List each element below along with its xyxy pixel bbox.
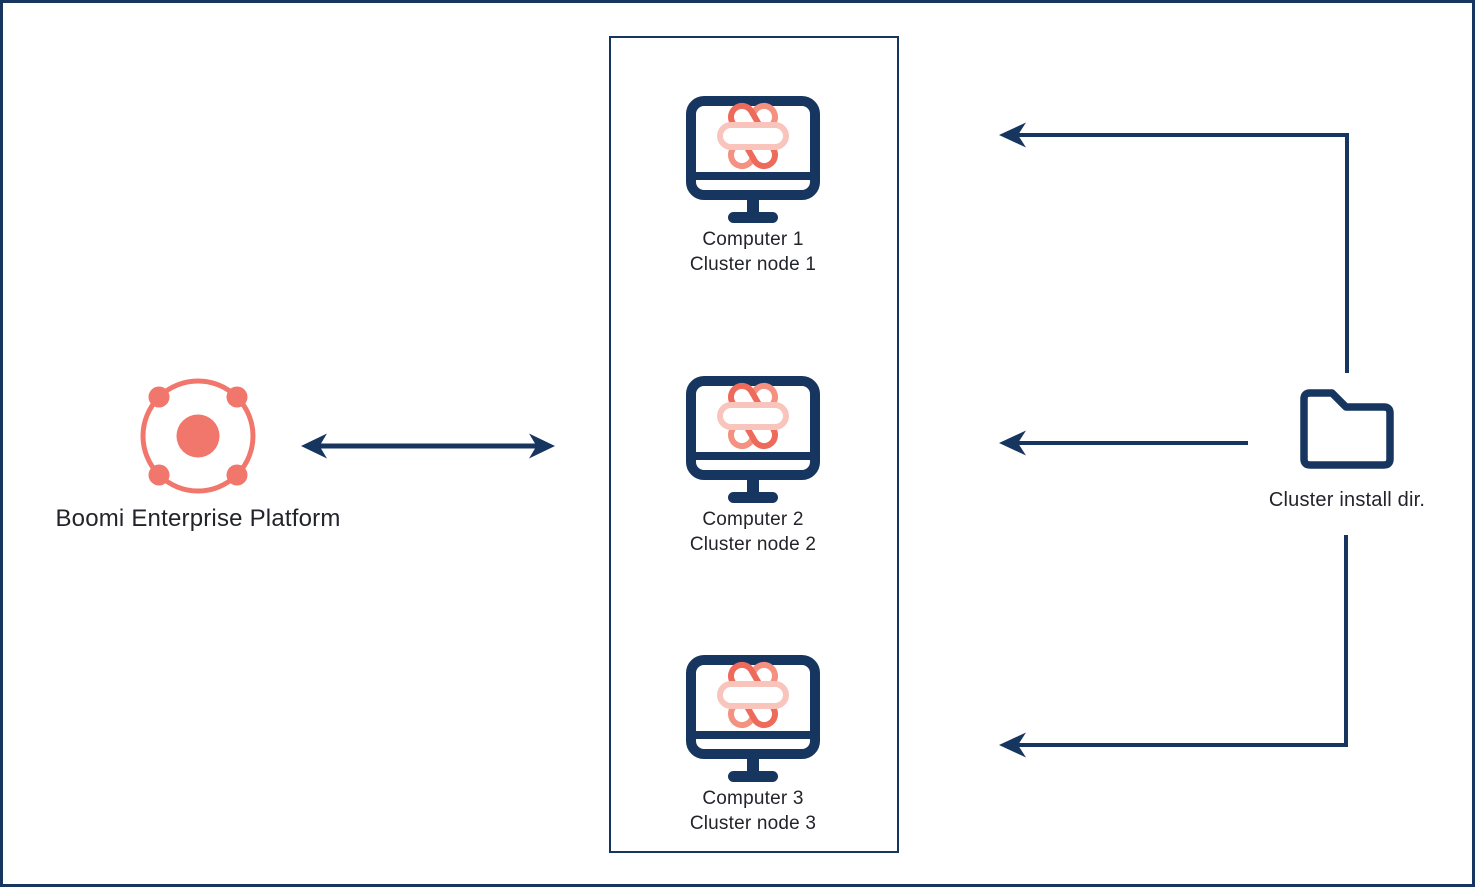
install-dir-group: Cluster install dir.: [1247, 386, 1447, 512]
double-arrow-platform-cluster: [301, 433, 555, 459]
cluster-node-1: Computer 1 Cluster node 1: [603, 96, 903, 277]
folder-icon: [1300, 389, 1394, 469]
straight-arrow-middle: [999, 430, 1248, 456]
boomi-asterisk-icon: [717, 661, 789, 729]
platform-group: Boomi Enterprise Platform: [23, 375, 373, 533]
boomi-atom-icon: [140, 378, 256, 494]
cluster-node-2: Computer 2 Cluster node 2: [603, 376, 903, 557]
elbow-arrow-top: [999, 122, 1349, 373]
node-title: Computer 2: [702, 509, 804, 530]
node-subtitle: Cluster node 1: [689, 254, 817, 275]
node-title: Computer 1: [702, 229, 804, 250]
arrows-layer: [301, 122, 1349, 758]
boomi-asterisk-icon: [717, 382, 789, 450]
node-subtitle: Cluster node 2: [689, 534, 817, 555]
boomi-asterisk-icon: [717, 102, 789, 170]
node-subtitle: Cluster node 3: [689, 813, 817, 834]
computer-monitor-icon: [686, 376, 820, 503]
computer-monitor-icon: [686, 96, 820, 223]
cluster-box: [609, 36, 899, 853]
platform-label: Boomi Enterprise Platform: [55, 505, 341, 532]
elbow-arrow-bottom: [999, 535, 1348, 758]
cluster-node-3: Computer 3 Cluster node 3: [603, 655, 903, 836]
node-title: Computer 3: [702, 788, 804, 809]
computer-monitor-icon: [686, 655, 820, 782]
install-dir-label: Cluster install dir.: [1268, 489, 1426, 511]
